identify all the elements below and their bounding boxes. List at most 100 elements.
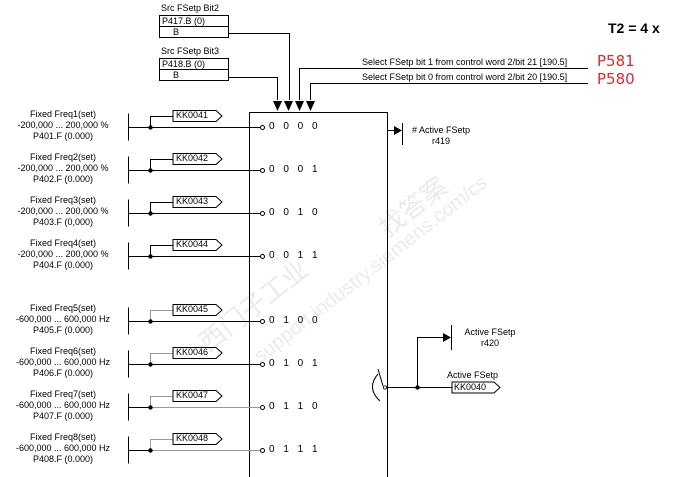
fixed-freq-param[interactable]: P406.F (0.000) <box>32 368 94 378</box>
r419-param: r419 <box>431 136 450 146</box>
row-kk-shape <box>172 433 223 445</box>
fixed-freq-name: Fixed Freq8(set) <box>29 432 97 442</box>
wire-cw-bit1 <box>299 68 588 100</box>
src-bit3-title: Src FSetp Bit3 <box>161 46 220 56</box>
row-kk-shape <box>172 110 223 122</box>
src-bit2-param[interactable]: P417.B (0) <box>159 15 229 27</box>
active-fsetp-num-label: # Active FSetp r419 <box>406 125 476 147</box>
arrow-r419 <box>394 126 402 135</box>
row-junction <box>148 211 153 216</box>
row-wire-kk <box>150 245 173 257</box>
row-switch-contact <box>260 405 265 410</box>
selector-code: 0 1 1 0 <box>269 401 321 412</box>
row-wire-kk <box>150 159 173 171</box>
row-junction <box>148 405 153 410</box>
row-wire-kk <box>150 396 173 408</box>
fixed-freq-range: -600,000 ... 600,000 Hz <box>15 357 111 367</box>
switch-pivot <box>382 385 387 390</box>
selector-code: 0 0 0 0 <box>269 121 321 132</box>
src-bit3-type: B <box>159 70 229 81</box>
switch-blade <box>377 368 384 387</box>
row-kk-shape <box>172 153 223 165</box>
fixed-freq-name: Fixed Freq2(set) <box>29 152 97 162</box>
fixed-freq-range: -200,000 ... 200,000 % <box>17 206 109 216</box>
row-wire-kk <box>150 202 173 214</box>
wire-src-bit3 <box>206 77 278 100</box>
row-junction <box>148 125 153 130</box>
page-title: T2 = 4 x <box>608 20 660 36</box>
kk0040-connector-shape <box>451 381 501 394</box>
row-wire-kk <box>150 353 173 365</box>
fixed-freq-name: Fixed Freq3(set) <box>29 195 97 205</box>
fixed-freq-param[interactable]: P408.F (0.000) <box>32 454 94 464</box>
active-fsetp-disp-label: Active FSetp r420 <box>456 327 524 349</box>
fixed-freq-param[interactable]: P403.F (0,000) <box>32 217 94 227</box>
row-junction <box>148 168 153 173</box>
fixed-freq-range: -600,000 ... 600,000 Hz <box>15 443 111 453</box>
wire-cw-bit0 <box>310 83 588 100</box>
fixed-freq-param[interactable]: P401.F (0.000) <box>32 131 94 141</box>
kk-connector[interactable]: KK0044 <box>176 239 209 249</box>
row-wire-kk <box>150 439 173 451</box>
fixed-freq-range: -200,000 ... 200,000 % <box>17 120 109 130</box>
r420-param: r420 <box>480 338 499 348</box>
fixed-freq-param[interactable]: P405.F (0.000) <box>32 325 94 335</box>
row-switch-contact <box>260 254 265 259</box>
fixed-freq-param[interactable]: P407.F (0.000) <box>32 411 94 421</box>
kk-connector[interactable]: KK0041 <box>176 110 209 120</box>
cw-bit1-label: Select FSetp bit 1 from control word 2/b… <box>362 57 568 67</box>
r419-label: # Active FSetp <box>411 125 471 135</box>
fixed-freq-param[interactable]: P402.F (0.000) <box>32 174 94 184</box>
kk-connector[interactable]: KK0042 <box>176 153 209 163</box>
arrow-bit0 <box>306 101 315 111</box>
row-wire-kk <box>150 116 173 128</box>
fixed-freq-name: Fixed Freq4(set) <box>29 238 97 248</box>
annotation-p581: P581 <box>597 52 635 70</box>
cw-bit0-label: Select FSetp bit 0 from control word 2/b… <box>362 72 568 82</box>
src-bit2-title: Src FSetp Bit2 <box>161 3 220 13</box>
kk0040-connector[interactable]: KK0040 <box>454 382 487 392</box>
kk-connector[interactable]: KK0046 <box>176 347 209 357</box>
selector-code: 0 1 1 1 <box>269 444 321 455</box>
selector-code: 0 0 1 1 <box>269 250 321 261</box>
fixed-freq-name: Fixed Freq7(set) <box>29 389 97 399</box>
kk-connector[interactable]: KK0047 <box>176 390 209 400</box>
row-switch-contact <box>260 125 265 130</box>
fixed-freq-name: Fixed Freq5(set) <box>29 303 97 313</box>
junction-out <box>415 385 420 390</box>
arrow-r420 <box>443 333 451 342</box>
row-switch-contact <box>260 448 265 453</box>
selector-code: 0 1 0 1 <box>269 358 321 369</box>
kk0040-label: Active FSetp <box>447 370 499 380</box>
row-junction <box>148 448 153 453</box>
kk-connector[interactable]: KK0043 <box>176 196 209 206</box>
row-switch-contact <box>260 211 265 216</box>
kk-connector[interactable]: KK0045 <box>176 304 209 314</box>
fixed-freq-param[interactable]: P404.F (0.000) <box>32 260 94 270</box>
r420-label: Active FSetp <box>464 327 516 337</box>
kk-connector[interactable]: KK0048 <box>176 433 209 443</box>
wire-out-r420 <box>417 337 447 388</box>
src-bit2-type: B <box>159 27 229 38</box>
row-kk-shape <box>172 347 223 359</box>
row-switch-contact <box>260 319 265 324</box>
row-switch-contact <box>260 362 265 367</box>
row-kk-shape <box>172 390 223 402</box>
row-kk-shape <box>172 196 223 208</box>
fixed-freq-label: Fixed Freq2(set)-200,000 ... 200,000 %P4… <box>0 152 126 185</box>
fixed-freq-name: Fixed Freq6(set) <box>29 346 97 356</box>
fixed-freq-range: -200,000 ... 200,000 % <box>17 163 109 173</box>
selector-code: 0 0 0 1 <box>269 164 321 175</box>
fixed-freq-label: Fixed Freq3(set)-200,000 ... 200,000 %P4… <box>0 195 126 228</box>
selector-box <box>249 112 388 477</box>
switch-arc <box>372 373 381 402</box>
row-junction <box>148 362 153 367</box>
src-bit3-param[interactable]: P418.B (0) <box>159 58 229 70</box>
fixed-freq-label: Fixed Freq1(set)-200,000 ... 200,000 %P4… <box>0 109 126 142</box>
fixed-freq-range: -600,000 ... 600,000 Hz <box>15 400 111 410</box>
wire-src-bit2 <box>206 33 290 100</box>
